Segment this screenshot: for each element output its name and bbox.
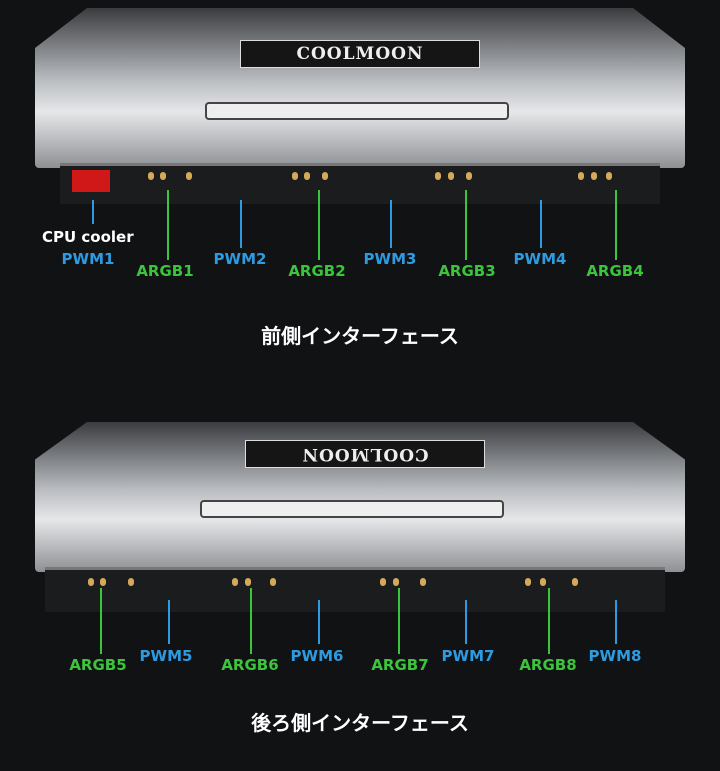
connector-pin bbox=[88, 578, 94, 586]
port-label-pwm1: PWM1 bbox=[61, 250, 115, 268]
callout-line bbox=[240, 200, 242, 248]
callout-line bbox=[465, 190, 467, 260]
connector-pin bbox=[322, 172, 328, 180]
callout-line bbox=[168, 600, 170, 644]
callout-line bbox=[548, 588, 550, 654]
port-label-pwm2: PWM2 bbox=[213, 250, 267, 268]
cpu-connector bbox=[72, 170, 110, 192]
connector-pin bbox=[393, 578, 399, 586]
connector-pin bbox=[304, 172, 310, 180]
callout-line bbox=[167, 190, 169, 260]
port-label-pwm8: PWM8 bbox=[588, 647, 642, 665]
connector-pin bbox=[540, 578, 546, 586]
brand-logo: COOLMOON bbox=[240, 40, 480, 68]
cpu-cooler-label: CPU cooler bbox=[42, 228, 134, 246]
connector-pin bbox=[525, 578, 531, 586]
brand-logo-rear: COOLMOON bbox=[245, 440, 485, 468]
front-port-strip bbox=[60, 163, 660, 204]
callout-line bbox=[92, 200, 94, 224]
callout-line bbox=[250, 588, 252, 654]
port-label-argb6: ARGB6 bbox=[221, 656, 279, 674]
connector-pin bbox=[270, 578, 276, 586]
connector-pin bbox=[380, 578, 386, 586]
port-label-pwm7: PWM7 bbox=[441, 647, 495, 665]
connector-pin bbox=[466, 172, 472, 180]
callout-line bbox=[540, 200, 542, 248]
connector-pin bbox=[100, 578, 106, 586]
port-label-pwm4: PWM4 bbox=[513, 250, 567, 268]
rear-port-strip bbox=[45, 567, 665, 612]
connector-pin bbox=[420, 578, 426, 586]
connector-pin bbox=[128, 578, 134, 586]
port-label-pwm5: PWM5 bbox=[139, 647, 193, 665]
connector-pin bbox=[572, 578, 578, 586]
port-label-argb3: ARGB3 bbox=[438, 262, 496, 280]
connector-pin bbox=[148, 172, 154, 180]
callout-line bbox=[318, 190, 320, 260]
port-label-argb2: ARGB2 bbox=[288, 262, 346, 280]
connector-pin bbox=[448, 172, 454, 180]
port-label-pwm3: PWM3 bbox=[363, 250, 417, 268]
callout-line bbox=[100, 588, 102, 654]
callout-line bbox=[390, 200, 392, 248]
connector-pin bbox=[606, 172, 612, 180]
callout-line bbox=[615, 600, 617, 644]
callout-line bbox=[398, 588, 400, 654]
front-hub-body bbox=[35, 8, 685, 168]
port-label-argb7: ARGB7 bbox=[371, 656, 429, 674]
port-label-argb5: ARGB5 bbox=[69, 656, 127, 674]
callout-line bbox=[615, 190, 617, 260]
connector-pin bbox=[232, 578, 238, 586]
rear-interface-title: 後ろ側インターフェース bbox=[251, 711, 469, 735]
light-bar-rear bbox=[200, 500, 504, 518]
connector-pin bbox=[591, 172, 597, 180]
connector-pin bbox=[578, 172, 584, 180]
connector-pin bbox=[186, 172, 192, 180]
port-label-argb1: ARGB1 bbox=[136, 262, 194, 280]
port-label-argb8: ARGB8 bbox=[519, 656, 577, 674]
connector-pin bbox=[435, 172, 441, 180]
connector-pin bbox=[245, 578, 251, 586]
light-bar bbox=[205, 102, 509, 120]
callout-line bbox=[318, 600, 320, 644]
front-interface-title: 前側インターフェース bbox=[261, 324, 459, 348]
connector-pin bbox=[160, 172, 166, 180]
connector-pin bbox=[292, 172, 298, 180]
callout-line bbox=[465, 600, 467, 644]
port-label-pwm6: PWM6 bbox=[290, 647, 344, 665]
port-label-argb4: ARGB4 bbox=[586, 262, 644, 280]
